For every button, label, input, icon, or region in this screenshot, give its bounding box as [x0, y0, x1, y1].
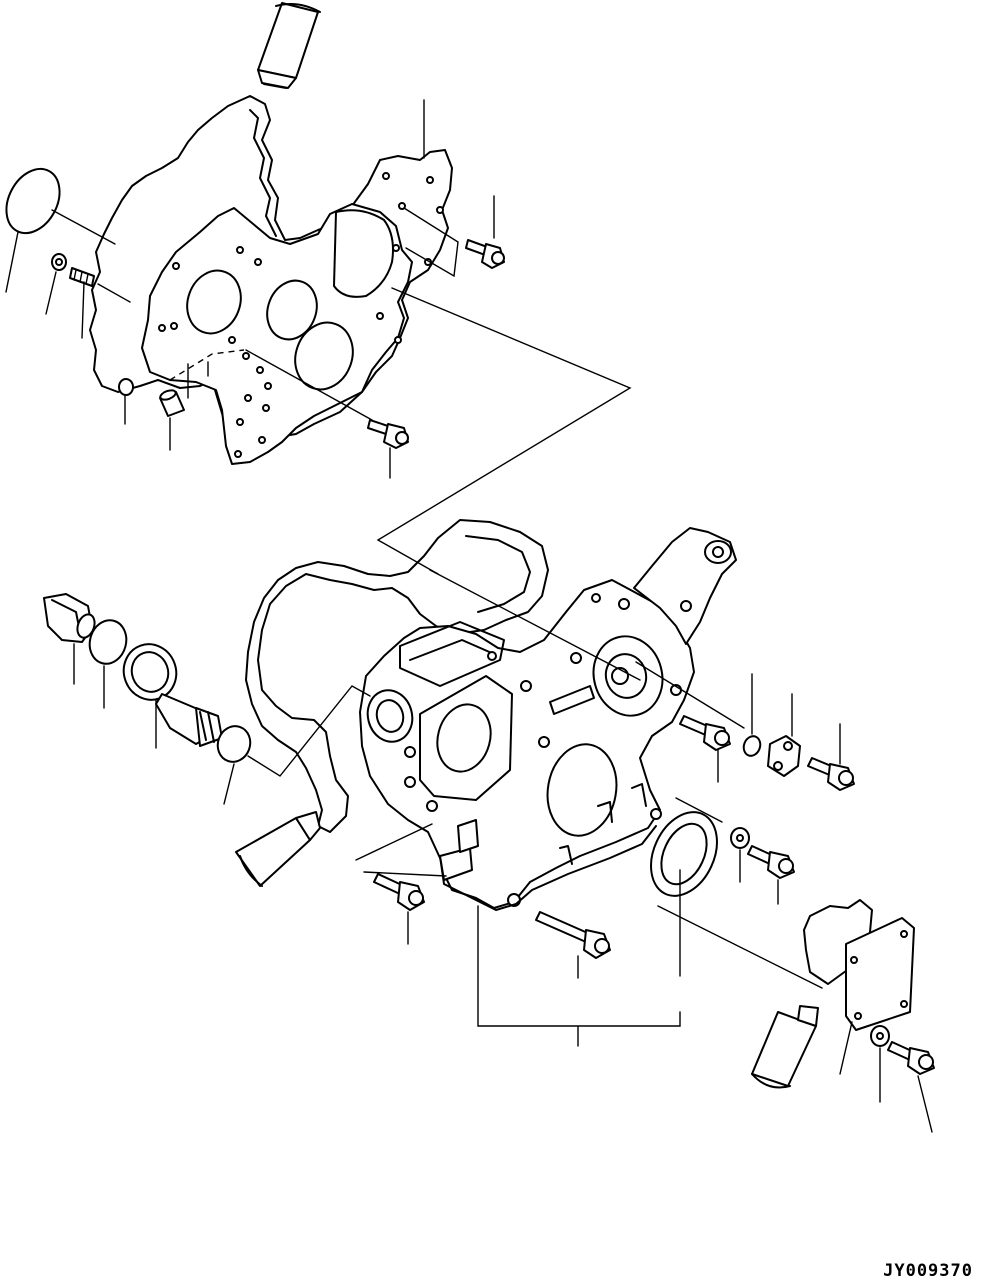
sealant-tube-top: [257, 2, 321, 89]
oil-seal: [650, 811, 718, 897]
bolt-right-top: [807, 757, 855, 791]
front-cover: [359, 527, 737, 911]
dowel-pin: [159, 389, 185, 417]
bolt-right-upper: [679, 715, 731, 751]
bolt-plate-upper: [465, 239, 505, 269]
cover-plate-lower: [845, 917, 915, 1031]
o-ring-large: [5, 167, 61, 235]
filler-o-ring: [88, 619, 128, 665]
o-ring-right: [742, 735, 762, 757]
bolt-cover-left: [373, 873, 425, 911]
cover-plate-small: [767, 735, 801, 777]
bolt-cover-bottom: [535, 911, 611, 959]
sealant-tube-middle: [235, 811, 321, 887]
bolt-right-middle: [747, 845, 795, 879]
front-plate: [141, 172, 444, 465]
oil-filler-pipe: [122, 643, 223, 747]
oil-filler-cap: [43, 593, 96, 643]
drawing-code: JY009370: [883, 1261, 973, 1281]
washer-stud: [51, 253, 95, 287]
pipe-o-ring: [216, 725, 252, 763]
sealant-tube-bottom: [751, 1005, 819, 1089]
bolt-lower-right: [887, 1041, 935, 1075]
bolt-plate-lower: [367, 419, 409, 449]
o-ring-small: [118, 378, 134, 396]
